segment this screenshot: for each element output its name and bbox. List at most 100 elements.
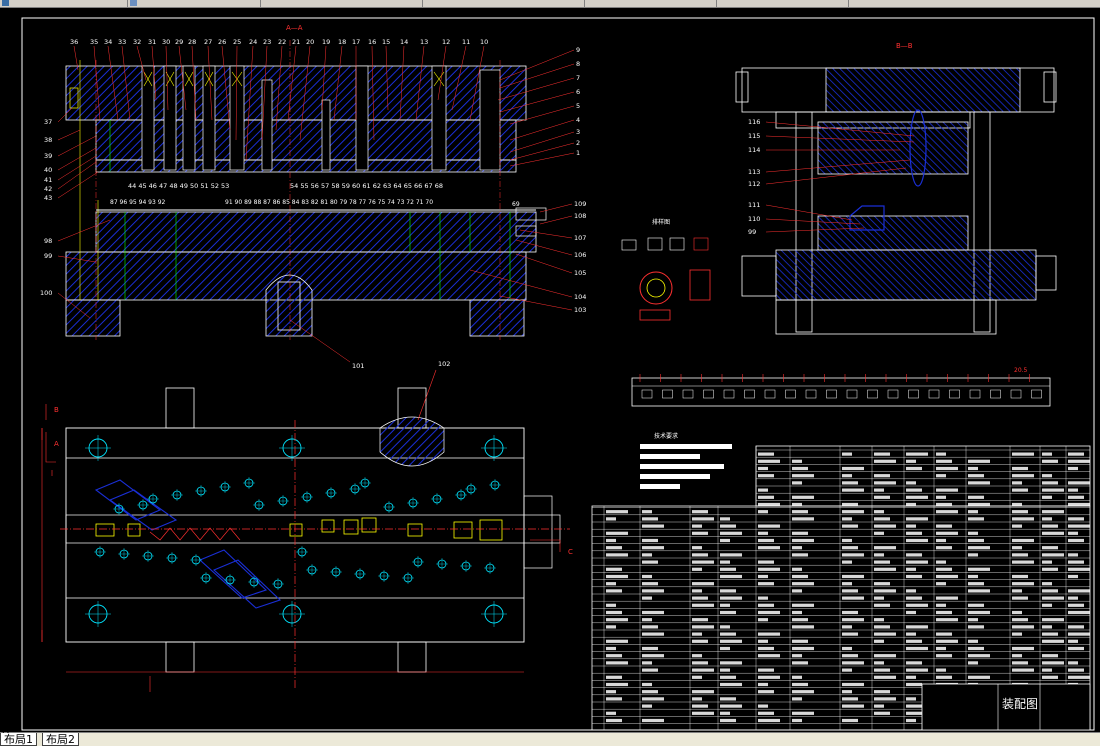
callout-102: 102 [438, 360, 450, 368]
tab-layout2[interactable]: 布局2 [42, 733, 79, 746]
section-aa-view: A—A [65, 24, 547, 340]
bom-table: 技术要求 装配图 [591, 432, 1091, 731]
svg-text:15: 15 [382, 38, 390, 46]
svg-text:69: 69 [512, 201, 520, 208]
svg-text:4: 4 [576, 116, 580, 124]
svg-text:40: 40 [44, 166, 52, 174]
detail-parts: 排样图 [621, 218, 711, 321]
svg-text:20.5: 20.5 [1014, 367, 1028, 374]
layout-tab-bar: ╳ 布局1 布局2 [0, 730, 1100, 746]
toolbar-field[interactable] [718, 0, 849, 7]
view-c-label: C [568, 548, 573, 556]
toolbar-field[interactable] [262, 0, 423, 7]
svg-text:27: 27 [204, 38, 212, 46]
tech-requirements-heading: 技术要求 [654, 432, 678, 440]
section-aa-title: A—A [286, 24, 303, 32]
title-block-text: 装配图 [1002, 697, 1038, 711]
view-b-label: B [54, 406, 59, 414]
svg-text:42: 42 [44, 185, 52, 193]
svg-text:24: 24 [249, 38, 257, 46]
row-callouts: 44 45 46 47 48 49 50 51 52 53 54 55 56 5… [110, 182, 520, 208]
plan-view: A B C 102 [41, 360, 573, 692]
svg-text:99: 99 [748, 228, 756, 236]
svg-text:20: 20 [306, 38, 314, 46]
svg-text:28: 28 [188, 38, 196, 46]
toolbar [0, 0, 1100, 8]
svg-text:13: 13 [420, 38, 428, 46]
svg-text:103: 103 [574, 306, 586, 314]
svg-text:100: 100 [40, 289, 52, 297]
svg-text:34: 34 [104, 38, 112, 46]
lower-callouts: 109 108 107 106 105 104 103 [574, 200, 586, 314]
svg-text:18: 18 [338, 38, 346, 46]
svg-text:17: 17 [352, 38, 360, 46]
view-a-label: A [54, 440, 59, 448]
svg-text:114: 114 [748, 146, 760, 154]
svg-text:115: 115 [748, 132, 760, 140]
svg-text:19: 19 [322, 38, 330, 46]
tab-label: 布局1 [4, 733, 33, 746]
svg-text:12: 12 [442, 38, 450, 46]
svg-text:26: 26 [218, 38, 226, 46]
svg-text:1: 1 [576, 149, 580, 157]
drawing-canvas[interactable]: A—A [0, 8, 1100, 732]
svg-text:2: 2 [576, 139, 580, 147]
svg-text:14: 14 [400, 38, 408, 46]
svg-text:10: 10 [480, 38, 488, 46]
svg-text:38: 38 [44, 136, 52, 144]
strip-layout: 20.5 [631, 367, 1051, 407]
svg-text:30: 30 [162, 38, 170, 46]
svg-text:104: 104 [574, 293, 586, 301]
svg-text:113: 113 [748, 168, 760, 176]
svg-text:110: 110 [748, 215, 760, 223]
svg-text:21: 21 [292, 38, 300, 46]
svg-text:105: 105 [574, 269, 586, 277]
svg-text:6: 6 [576, 88, 580, 96]
svg-text:54 55 56 57 58 59 60 61 62 63: 54 55 56 57 58 59 60 61 62 63 64 65 66 6… [290, 182, 443, 190]
menu-icon[interactable] [2, 0, 9, 6]
svg-text:31: 31 [148, 38, 156, 46]
svg-text:排样图: 排样图 [652, 218, 670, 226]
svg-text:9: 9 [576, 46, 580, 54]
section-bb-title: B—B [896, 42, 913, 50]
svg-text:16: 16 [368, 38, 376, 46]
right-callouts: 9 8 7 6 5 4 3 2 1 [576, 46, 580, 157]
svg-text:99: 99 [44, 252, 52, 260]
top-callouts: 36 35 34 33 32 31 30 29 28 27 26 25 24 2… [70, 38, 488, 46]
svg-text:43: 43 [44, 194, 52, 202]
svg-text:7: 7 [576, 74, 580, 82]
tab-layout1[interactable]: 布局1 [0, 733, 37, 746]
left-callouts: 37 38 39 40 41 42 43 98 99 100 [40, 118, 52, 297]
drawing-border [21, 17, 1095, 731]
svg-text:107: 107 [574, 234, 586, 242]
toolbar-field[interactable] [586, 0, 717, 7]
toolbar-field[interactable] [424, 0, 585, 7]
layer-icon[interactable] [130, 0, 137, 6]
section-bb-view: B—B 116 115 114 113 112 [735, 42, 1057, 335]
svg-text:108: 108 [574, 212, 586, 220]
svg-text:91 90 89 88 87 86 85 84 83 82: 91 90 89 88 87 86 85 84 83 82 81 80 79 7… [225, 199, 433, 206]
svg-text:29: 29 [175, 38, 183, 46]
callout-101: 101 [352, 362, 364, 370]
svg-text:109: 109 [574, 200, 586, 208]
svg-text:44 45 46 47 48 49 50 51 52 53: 44 45 46 47 48 49 50 51 52 53 [128, 182, 229, 190]
svg-text:3: 3 [576, 128, 580, 136]
tab-label: 布局2 [46, 733, 75, 746]
svg-text:32: 32 [133, 38, 141, 46]
svg-text:23: 23 [263, 38, 271, 46]
svg-text:112: 112 [748, 180, 760, 188]
svg-text:22: 22 [278, 38, 286, 46]
svg-text:5: 5 [576, 102, 580, 110]
svg-text:36: 36 [70, 38, 78, 46]
svg-text:11: 11 [462, 38, 470, 46]
svg-text:33: 33 [118, 38, 126, 46]
svg-text:98: 98 [44, 237, 52, 245]
svg-text:111: 111 [748, 201, 760, 209]
svg-text:106: 106 [574, 251, 586, 259]
toolbar-field[interactable] [140, 0, 261, 7]
svg-text:87 96 95 94 93 92: 87 96 95 94 93 92 [110, 199, 166, 206]
svg-text:8: 8 [576, 60, 580, 68]
toolbar-field[interactable] [12, 0, 128, 7]
svg-text:37: 37 [44, 118, 52, 126]
svg-text:35: 35 [90, 38, 98, 46]
